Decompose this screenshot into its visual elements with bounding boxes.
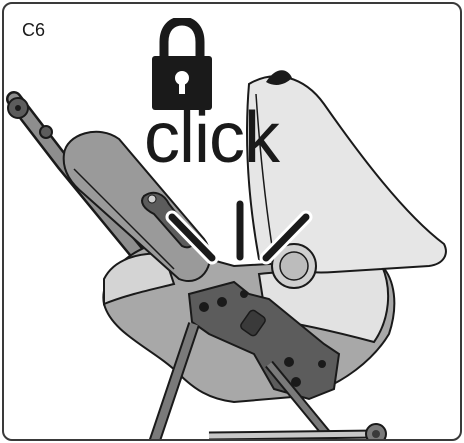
step-label: C6 xyxy=(22,20,45,41)
padlock-icon xyxy=(152,18,212,110)
click-caption: click xyxy=(144,102,279,174)
stroller-illustration xyxy=(4,4,462,441)
frame-joint xyxy=(40,126,52,138)
